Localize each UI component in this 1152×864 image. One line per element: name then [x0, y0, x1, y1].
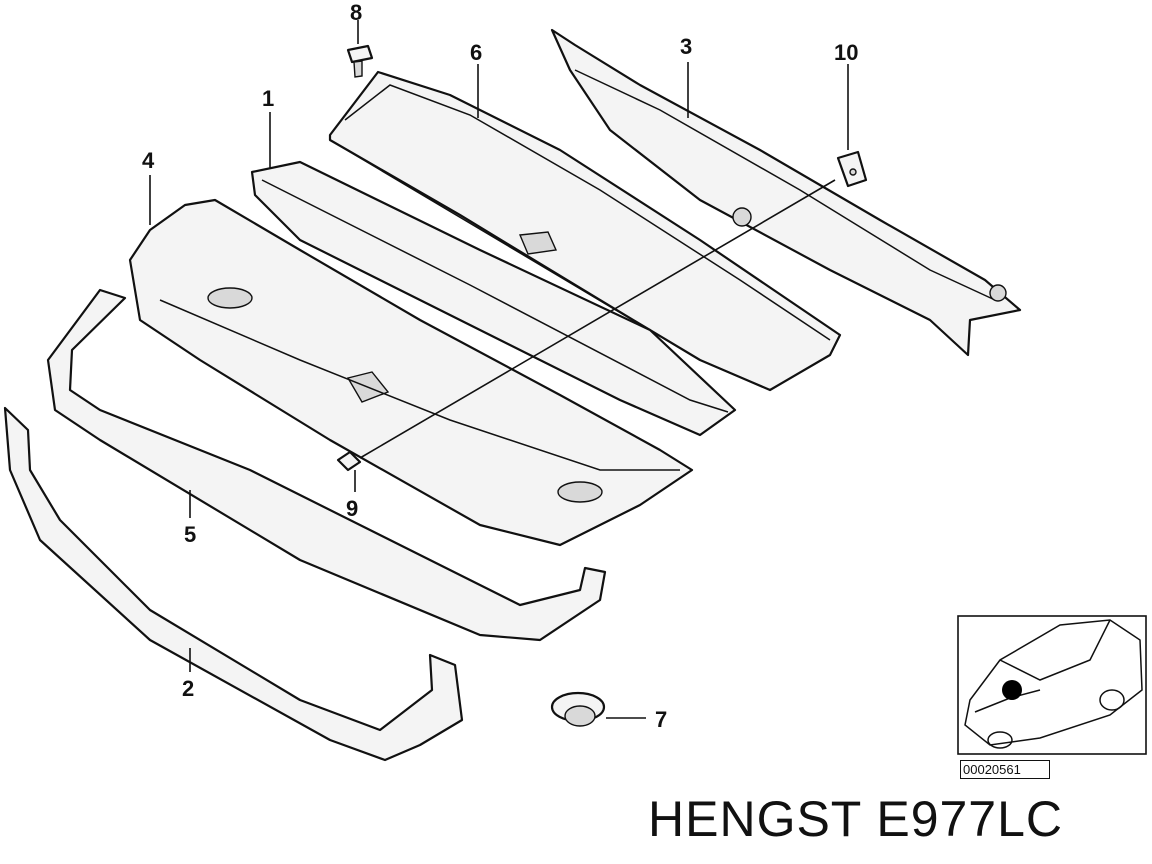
leader-lines	[149, 20, 849, 719]
part-10-clip	[836, 150, 868, 188]
vehicle-locator-inset	[957, 615, 1147, 755]
callout-9: 9	[346, 496, 358, 521]
callout-6: 6	[470, 40, 482, 65]
part-4-lower-tray	[128, 198, 694, 547]
part-9-screw	[336, 450, 362, 472]
callout-2: 2	[182, 676, 194, 701]
callout-1: 1	[262, 86, 274, 111]
part-5-gasket	[46, 288, 607, 642]
callout-5: 5	[184, 522, 196, 547]
callout-7: 7	[655, 707, 667, 732]
part-number-caption: HENGST E977LC	[648, 791, 1064, 847]
callout-3: 3	[680, 34, 692, 59]
inset-reference-code: 00020561	[960, 760, 1050, 779]
part-1-seal-strip	[250, 160, 737, 437]
part-8-screw	[346, 44, 374, 78]
callout-labels: 8 6 3 10 1 4 9 5 2 7	[142, 0, 858, 732]
part-3-rear-rail	[550, 28, 1022, 357]
callout-4: 4	[142, 148, 155, 173]
callout-8: 8	[350, 0, 362, 25]
callout-10: 10	[834, 40, 858, 65]
part-6-cowl-panel	[328, 70, 842, 392]
part-7-grommet	[550, 691, 606, 727]
location-marker-icon	[1002, 680, 1022, 700]
part-2-bracket-strip	[3, 406, 464, 762]
